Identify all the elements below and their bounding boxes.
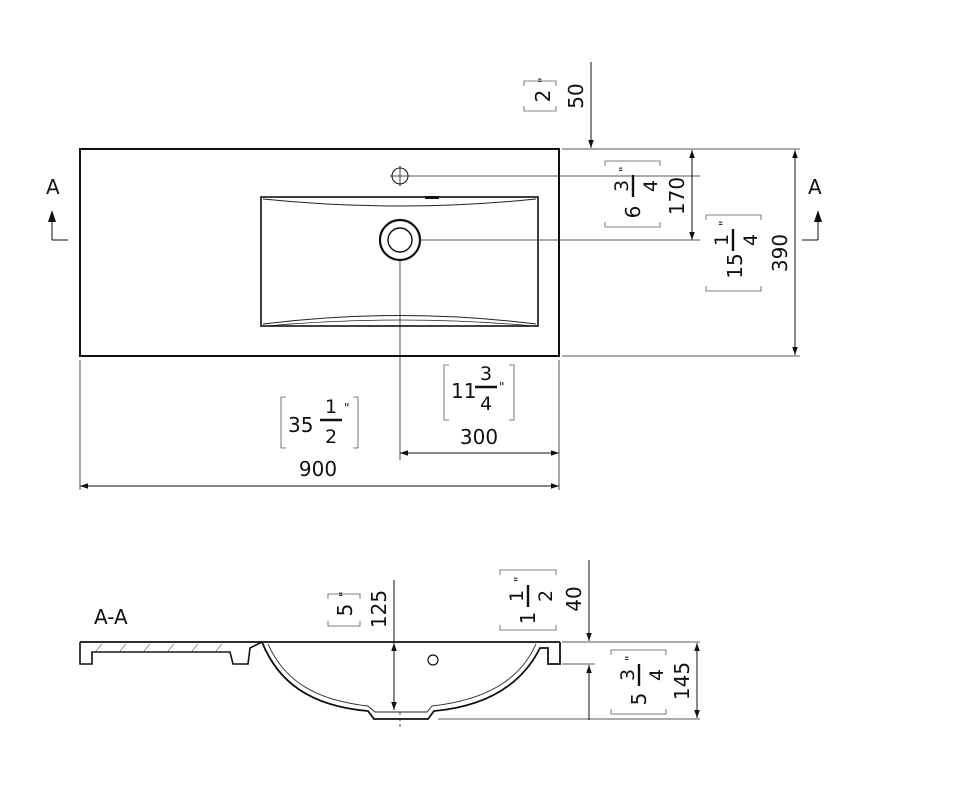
- dim-40-inch-whole: 1: [516, 612, 540, 625]
- dim-50-mm: 50: [564, 83, 588, 108]
- dim-390-mm: 390: [768, 234, 792, 272]
- dim-900-inch-mark: ": [344, 401, 350, 415]
- dim-40-inch-den: 2: [535, 590, 557, 602]
- overflow-slot: [425, 196, 439, 199]
- dim-900-inch-den: 2: [325, 426, 337, 448]
- dim-50-inch-mark: ": [536, 77, 550, 83]
- overflow-hole-icon: [427, 654, 439, 666]
- top-view: A A 900 35 1 2 " 300 11 3: [46, 62, 822, 490]
- dim-300-inch-num: 3: [480, 363, 492, 385]
- dim-125-inch-whole: 5: [333, 604, 357, 617]
- dim-170-inch-whole: 6: [621, 206, 645, 219]
- dim-145-inch-whole: 5: [627, 693, 651, 706]
- dim-40-inch-mark: ": [512, 576, 526, 582]
- section-marker-left: A: [46, 175, 68, 241]
- section-label: A-A: [94, 605, 128, 629]
- dim-bowl-depth: 125 5 ": [327, 580, 397, 710]
- dim-170-inch-den: 4: [640, 180, 662, 192]
- dim-900-inch-whole: 35: [288, 413, 313, 437]
- bowl-top-curve: [262, 198, 537, 207]
- dim-125-mm: 125: [367, 590, 391, 628]
- dim-300-inch-mark: ": [499, 380, 505, 394]
- dim-170-inch-mark: ": [617, 166, 631, 172]
- dim-900-mm: 900: [299, 457, 337, 481]
- dim-faucet-to-drain: 170 6 3 4 ": [604, 150, 695, 240]
- dim-390-inch-mark: ": [717, 220, 731, 226]
- drain-icon: [378, 218, 422, 262]
- dim-145-inch-den: 4: [646, 669, 668, 681]
- dim-top-thickness: 40 1 1 2 ": [499, 560, 592, 720]
- section-left-shelf: [79, 641, 263, 665]
- dim-390-inch-num: 1: [711, 234, 733, 246]
- dim-125-inch-mark: ": [337, 591, 351, 597]
- dim-overall-width: 900 35 1 2 ": [80, 396, 559, 489]
- dim-390-inch-whole: 15: [723, 253, 747, 278]
- dim-depth: 390 15 1 4 ": [705, 150, 798, 355]
- section-hatch: [95, 643, 223, 652]
- dim-145-inch-mark: ": [623, 655, 637, 661]
- section-marker-right: A: [802, 175, 822, 241]
- faucet-hole-icon: [390, 166, 410, 186]
- dim-total-height: 145 5 3 4 ": [610, 643, 700, 718]
- dim-300-inch-den: 4: [480, 393, 492, 415]
- dim-300-inch-whole: 11: [451, 379, 476, 403]
- section-letter-right: A: [808, 175, 822, 199]
- dim-50-inch-whole: 2: [531, 90, 555, 103]
- dim-40-inch-num: 1: [506, 590, 528, 602]
- dim-drain-offset: 300 11 3 4 ": [400, 363, 559, 456]
- section-letter-left: A: [46, 175, 60, 199]
- dim-170-mm: 170: [665, 177, 689, 215]
- dim-top-gap: 50 2 ": [523, 62, 594, 148]
- dim-145-inch-num: 3: [617, 669, 639, 681]
- dim-390-inch-den: 4: [740, 234, 762, 246]
- dim-40-mm: 40: [562, 586, 586, 611]
- dim-900-inch-num: 1: [325, 396, 337, 418]
- section-bowl-outer: [261, 641, 561, 720]
- dim-170-inch-num: 3: [611, 180, 633, 192]
- dim-300-mm: 300: [460, 425, 498, 449]
- section-view: A-A 125 5: [79, 560, 700, 730]
- bowl-outline: [260, 196, 539, 327]
- basin-outline: [79, 148, 560, 357]
- section-bowl-inner: [267, 643, 537, 713]
- dim-145-mm: 145: [670, 662, 694, 700]
